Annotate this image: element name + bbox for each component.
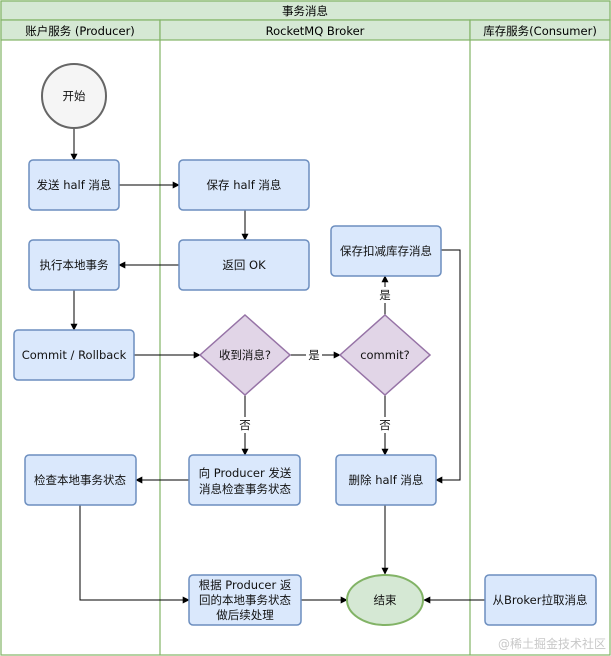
node-save-deduct-label: 保存扣减库存消息: [340, 244, 432, 258]
node-commit-decision: commit?: [338, 313, 432, 397]
label-yes-commit: 是: [379, 288, 391, 302]
node-return-ok: 返回 OK: [178, 239, 310, 291]
node-send-check-line1: 向 Producer 发送: [199, 466, 292, 480]
node-commit-rollback: Commit / Rollback: [13, 329, 135, 381]
edge-savededuct-to-delete: [435, 249, 461, 484]
node-follow-up-line3: 做后续处理: [216, 608, 274, 622]
lane-title-producer: 账户服务 (Producer): [25, 24, 135, 38]
watermark-text: @稀土掘金技术社区: [498, 636, 606, 651]
edge-check-to-followup: [79, 505, 190, 604]
node-follow-up: 根据 Producer 返 回的本地事务状态 做后续处理: [188, 574, 302, 626]
node-pull: 从Broker拉取消息: [484, 574, 597, 626]
node-pull-label: 从Broker拉取消息: [493, 593, 588, 607]
pool-title: 事务消息: [282, 4, 328, 18]
node-save-half-label: 保存 half 消息: [207, 178, 282, 192]
node-commit-label: commit?: [360, 348, 410, 362]
lane-title-consumer: 库存服务(Consumer): [483, 24, 597, 38]
node-commit-rollback-label: Commit / Rollback: [22, 348, 127, 362]
node-save-deduct: 保存扣减库存消息: [330, 225, 442, 277]
node-delete-half: 删除 half 消息: [335, 454, 437, 506]
node-send-check: 向 Producer 发送 消息检查事务状态: [188, 454, 301, 506]
node-end: 结束: [346, 574, 424, 626]
node-send-half-label: 发送 half 消息: [37, 178, 112, 192]
node-start-label: 开始: [63, 89, 86, 103]
edge-labels: 是 是 否 否: [237, 287, 393, 433]
node-received-label: 收到消息?: [219, 348, 271, 362]
node-delete-half-label: 删除 half 消息: [349, 473, 424, 487]
node-send-check-line2: 消息检查事务状态: [199, 482, 291, 496]
node-end-label: 结束: [374, 593, 397, 607]
node-received-decision: 收到消息?: [198, 313, 292, 397]
label-no-received: 否: [239, 418, 251, 432]
node-return-ok-label: 返回 OK: [222, 258, 266, 272]
node-exec-local-label: 执行本地事务: [40, 258, 109, 272]
node-check-local: 检查本地事务状态: [24, 454, 137, 506]
node-follow-up-line1: 根据 Producer 返: [199, 578, 292, 592]
node-start: 开始: [41, 63, 107, 129]
node-send-half: 发送 half 消息: [28, 159, 120, 211]
node-check-local-label: 检查本地事务状态: [34, 473, 126, 487]
lane-title-broker: RocketMQ Broker: [266, 24, 365, 38]
label-no-commit: 否: [379, 418, 391, 432]
node-follow-up-line2: 回的本地事务状态: [199, 593, 291, 607]
lane-header-consumer: [469, 19, 611, 41]
label-yes-received: 是: [308, 348, 320, 362]
node-save-half: 保存 half 消息: [178, 159, 310, 211]
edges: [70, 126, 485, 604]
node-exec-local: 执行本地事务: [28, 239, 120, 291]
